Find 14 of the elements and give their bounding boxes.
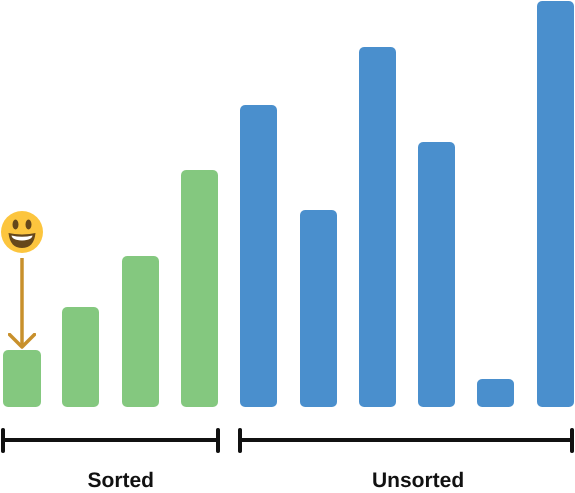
bar: [181, 170, 218, 407]
arrow: [8, 258, 36, 349]
bar: [300, 210, 337, 407]
bar: [240, 105, 277, 407]
smiley-icon: [1, 211, 43, 253]
bar: [122, 256, 159, 407]
section-label: Unsorted: [372, 469, 464, 493]
bar: [537, 1, 574, 407]
bar: [418, 142, 455, 407]
bar: [3, 350, 41, 407]
bar: [359, 47, 396, 407]
section-label: Sorted: [88, 469, 154, 493]
bar: [62, 307, 99, 407]
bar: [477, 379, 514, 407]
